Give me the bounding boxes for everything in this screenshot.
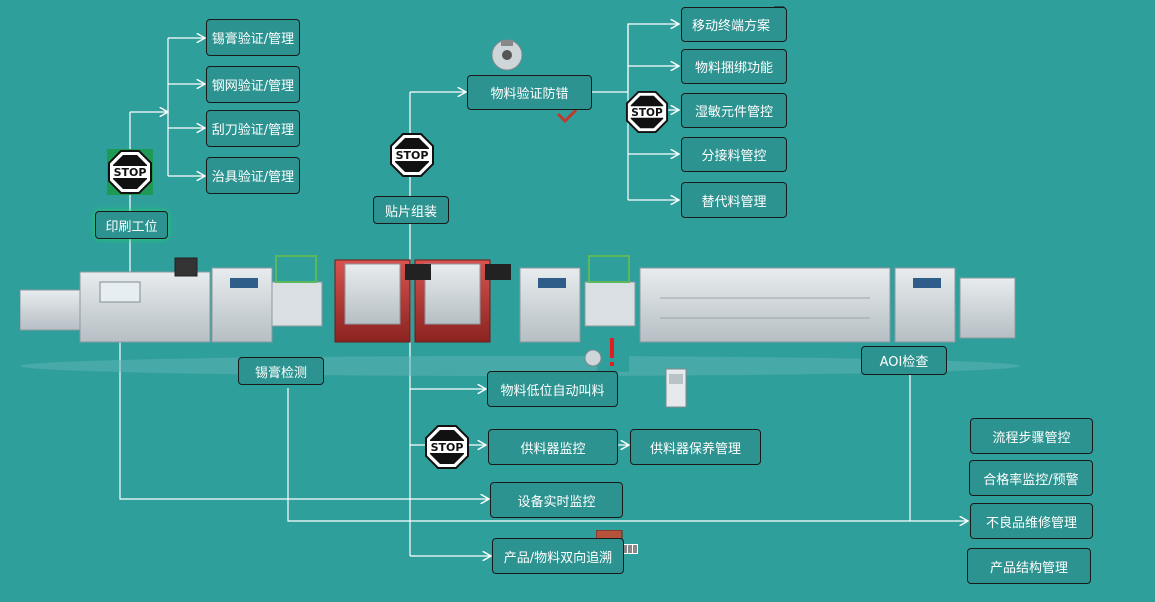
msd-control-box: 湿敏元件管控 <box>681 93 787 128</box>
product-structure-box: 产品结构管理 <box>967 548 1091 584</box>
svg-text:STOP: STOP <box>631 107 663 119</box>
alt-material-box: 替代料管理 <box>681 182 787 218</box>
stop-sign-icon: STOP <box>390 133 434 177</box>
svg-text:STOP: STOP <box>114 166 147 179</box>
defect-repair-box: 不良品维修管理 <box>970 503 1093 539</box>
alert-icon <box>584 330 629 372</box>
feeder-monitor-box: 供料器监控 <box>488 429 618 465</box>
low-material-call-box: 物料低位自动叫料 <box>487 371 618 407</box>
svg-text:STOP: STOP <box>396 149 429 162</box>
yield-monitor-box: 合格率监控/预警 <box>969 460 1093 496</box>
fixture-mgmt-box: 治具验证/管理 <box>206 157 300 194</box>
process-step-box: 流程步骤管控 <box>970 418 1093 454</box>
equipment-monitor-box: 设备实时监控 <box>490 482 623 518</box>
feeder-device-icon <box>665 368 687 408</box>
mobile-terminal-box: 移动终端方案 <box>681 7 787 42</box>
print-station-box: 印刷工位 <box>95 211 168 239</box>
splice-control-box: 分接料管控 <box>681 137 787 172</box>
aoi-box: AOI检查 <box>861 346 947 375</box>
svg-text:STOP: STOP <box>431 441 464 454</box>
material-binding-box: 物料捆绑功能 <box>681 49 787 84</box>
solder-paste-mgmt-box: 锡膏验证/管理 <box>206 19 300 56</box>
stop-sign-icon: STOP <box>625 90 669 134</box>
stop-sign-icon: STOP <box>425 425 469 469</box>
traceability-box: 产品/物料双向追溯 <box>492 538 624 574</box>
feeder-maintenance-box: 供料器保养管理 <box>630 429 761 465</box>
squeegee-mgmt-box: 刮刀验证/管理 <box>206 110 300 147</box>
material-reel-icon <box>491 39 523 71</box>
spi-box: 锡膏检测 <box>238 357 324 385</box>
check-mark-icon <box>556 108 578 124</box>
stop-sign-icon: STOP <box>107 149 153 195</box>
smt-assembly-box: 贴片组装 <box>373 196 449 224</box>
stencil-mgmt-box: 钢网验证/管理 <box>206 66 300 103</box>
material-verify-box: 物料验证防错 <box>467 75 592 110</box>
